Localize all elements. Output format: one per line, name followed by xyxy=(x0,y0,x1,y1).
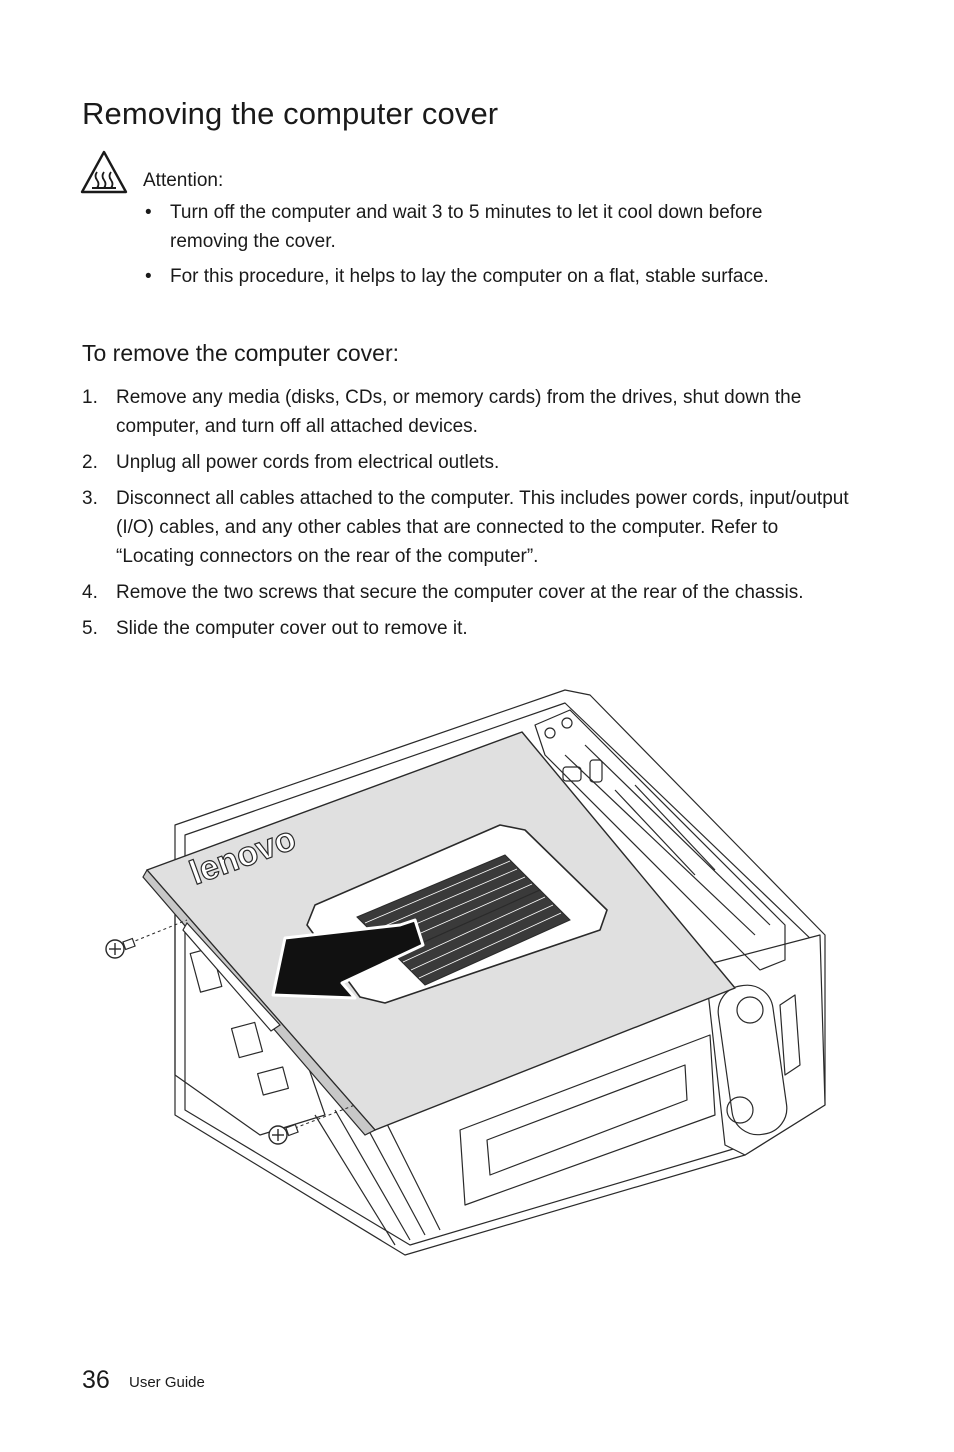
procedure-step: 1. Remove any media (disks, CDs, or memor… xyxy=(82,383,852,441)
step-number: 3. xyxy=(82,488,98,509)
computer-cover-removal-illustration: lenovo xyxy=(105,689,826,1256)
step-text: Unplug all power cords from electrical o… xyxy=(116,452,500,473)
step-number: 1. xyxy=(82,387,98,408)
procedure-step-list: 1. Remove any media (disks, CDs, or memor… xyxy=(82,383,852,650)
step-text: Remove any media (disks, CDs, or memory … xyxy=(116,387,802,437)
procedure-step: 4. Remove the two screws that secure the … xyxy=(82,578,852,607)
step-text: Disconnect all cables attached to the co… xyxy=(116,488,849,567)
attention-bullet-list: Turn off the computer and wait 3 to 5 mi… xyxy=(143,198,823,297)
attention-label: Attention: xyxy=(143,170,224,191)
step-number: 2. xyxy=(82,452,98,473)
screw-icon xyxy=(105,937,136,959)
procedure-step: 5. Slide the computer cover out to remove… xyxy=(82,614,852,643)
attention-bullet: For this procedure, it helps to lay the … xyxy=(143,262,823,291)
attention-bullet: Turn off the computer and wait 3 to 5 mi… xyxy=(143,198,823,256)
step-number: 5. xyxy=(82,618,98,639)
page-number: 36 xyxy=(82,1366,110,1394)
screw-icon xyxy=(268,1123,299,1145)
footer-label: User Guide xyxy=(129,1374,205,1391)
hot-surface-warning-icon xyxy=(80,150,128,194)
step-text: Slide the computer cover out to remove i… xyxy=(116,618,468,639)
procedure-title: To remove the computer cover: xyxy=(82,340,400,366)
step-number: 4. xyxy=(82,582,98,603)
procedure-step: 3. Disconnect all cables attached to the … xyxy=(82,484,852,571)
page-title: Removing the computer cover xyxy=(82,96,499,131)
procedure-step: 2. Unplug all power cords from electrical… xyxy=(82,448,852,477)
step-text: Remove the two screws that secure the co… xyxy=(116,582,804,603)
